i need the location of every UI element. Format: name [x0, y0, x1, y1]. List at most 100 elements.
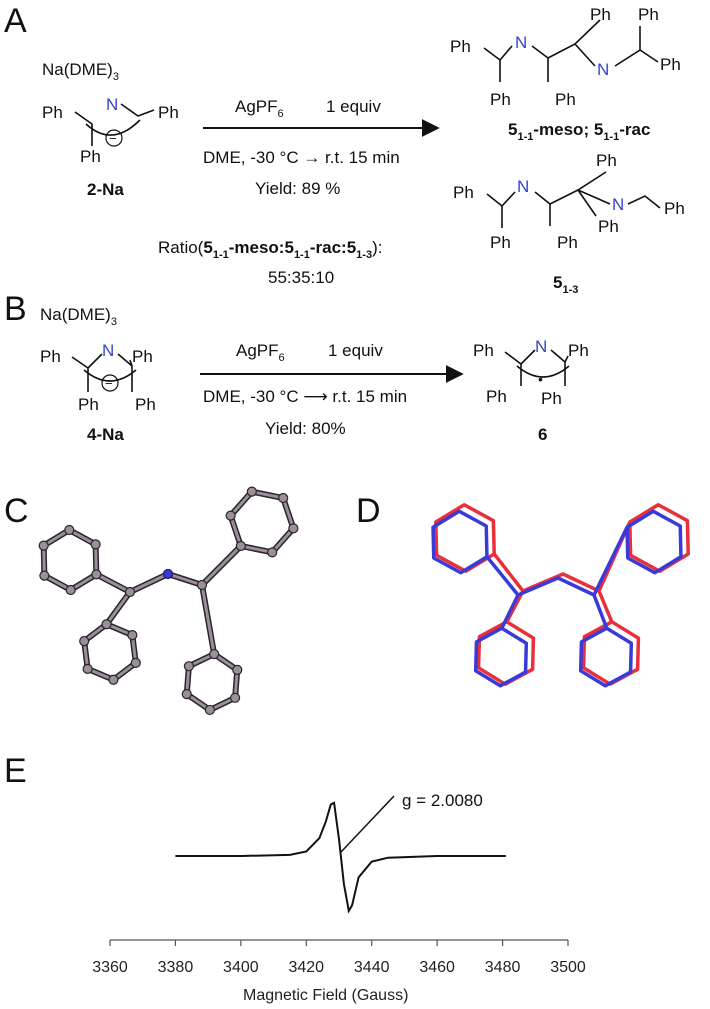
crystal-bond — [281, 496, 295, 530]
x-tick-label: 3480 — [485, 959, 521, 976]
equiv-a: 1 equiv — [326, 97, 381, 116]
overlay-red-bonds — [492, 521, 632, 623]
product-5-1-1: Ph Ph N Ph Ph N Ph Ph 51-1-meso; 51-1-ra… — [450, 5, 681, 143]
structure-overlay — [431, 502, 690, 688]
crystal-bond — [229, 490, 254, 518]
crystal-bond — [94, 572, 132, 594]
counterion-a: Na(DME)3 — [42, 60, 119, 83]
reagent-a: AgPF6 — [235, 97, 284, 120]
panel-label-a: A — [4, 2, 27, 40]
ph-b4: Ph — [135, 395, 156, 414]
panel-label-c: C — [4, 492, 29, 530]
ph-q6: Ph — [664, 199, 685, 218]
ph-q4: Ph — [557, 233, 578, 252]
x-tick-label: 3400 — [223, 959, 259, 976]
product-6: Ph Ph Ph Ph N • 6 — [473, 337, 589, 444]
ph-c3: Ph — [568, 341, 589, 360]
panel-label-d: D — [356, 492, 381, 530]
g-value-annotation: g = 2.0080 — [402, 791, 483, 810]
ph-q5: Ph — [598, 217, 619, 236]
crystal-bond — [200, 583, 216, 656]
crystal-atom — [181, 689, 192, 700]
ph-p2: Ph — [490, 90, 511, 109]
ratio-line: Ratio(51-1-meso:51-1-rac:51-3): — [158, 238, 382, 261]
crystal-atom — [127, 630, 138, 641]
ph-p6: Ph — [660, 55, 681, 74]
reaction-arrow-b: AgPF6 1 equiv DME, -30 °C ⟶ r.t. 15 min … — [200, 341, 464, 438]
ph-q1: Ph — [596, 151, 617, 170]
crystal-structure — [38, 486, 299, 716]
ph-a1: Ph — [42, 103, 63, 122]
crystal-atom — [288, 523, 299, 534]
ph-q3: Ph — [490, 233, 511, 252]
crystal-atom — [246, 486, 257, 497]
counterion-b: Na(DME)3 — [40, 305, 117, 328]
ph-p5: Ph — [638, 5, 659, 24]
label-4-na: 4-Na — [87, 425, 124, 444]
crystal-atom — [39, 570, 50, 581]
ph-b3: Ph — [132, 347, 153, 366]
ph-a2: Ph — [80, 147, 101, 166]
label-2-na: 2-Na — [87, 180, 124, 199]
ph-p1: Ph — [450, 37, 471, 56]
nitrogen-b: N — [102, 341, 114, 360]
panel-label-b: B — [4, 290, 27, 328]
crystal-bond — [128, 572, 170, 594]
crystal-atom — [130, 657, 141, 669]
yield-b: Yield: 80% — [265, 419, 346, 438]
crystal-bond — [270, 526, 295, 554]
overlay-blue-ring — [431, 509, 489, 575]
ph-b1: Ph — [40, 347, 61, 366]
crystal-atom — [204, 704, 215, 716]
x-axis-label: Magnetic Field (Gauss) — [243, 987, 408, 1004]
epr-trace — [175, 801, 506, 914]
x-tick-label: 3460 — [419, 959, 455, 976]
overlay-blue-ring — [578, 626, 634, 688]
crystal-atom — [124, 586, 136, 598]
x-tick-label: 3420 — [288, 959, 324, 976]
ph-b2: Ph — [78, 395, 99, 414]
ph-a3: Ph — [158, 103, 179, 122]
ph-c4: Ph — [541, 389, 562, 408]
crystal-bond — [166, 572, 204, 587]
product-5-1-3: Ph Ph Ph N Ph Ph N Ph 51-3 — [453, 151, 685, 296]
crystal-bond — [200, 544, 243, 587]
crystal-atom — [267, 547, 278, 558]
crystal-atom — [196, 579, 208, 591]
x-tick-label: 3440 — [354, 959, 390, 976]
nitrogen-q1: N — [517, 177, 529, 196]
equiv-b: 1 equiv — [328, 341, 383, 360]
charge-b: − — [105, 376, 113, 391]
nitrogen-q2: N — [612, 195, 624, 214]
overlay-blue-ring — [473, 626, 529, 688]
label-6: 6 — [538, 425, 547, 444]
ph-p4: Ph — [555, 90, 576, 109]
crystal-atom — [38, 540, 49, 551]
x-tick-label: 3500 — [550, 959, 586, 976]
ph-c1: Ph — [473, 341, 494, 360]
crystal-atom — [101, 619, 112, 630]
crystal-atom — [91, 569, 102, 580]
crystal-atom — [230, 692, 241, 703]
crystal-atom — [108, 674, 119, 685]
charge-a: − — [109, 131, 117, 146]
yield-a: Yield: 89 % — [255, 179, 340, 198]
crystal-atom — [82, 663, 93, 674]
ph-q2: Ph — [453, 183, 474, 202]
nitrogen-p2: N — [597, 60, 609, 79]
conditions-a: DME, -30 °C → r.t. 15 min — [203, 148, 400, 167]
reagent-b: AgPF6 — [236, 341, 285, 364]
ratio-values: 55:35:10 — [268, 268, 334, 287]
crystal-bond — [239, 544, 274, 554]
nitrogen-a: N — [106, 95, 118, 114]
crystal-bond — [105, 590, 132, 626]
crystal-atom — [65, 584, 76, 596]
nitrogen-p1: N — [515, 33, 527, 52]
crystal-atom — [235, 540, 246, 552]
overlay-blue-bonds — [485, 526, 629, 629]
ph-c2: Ph — [486, 387, 507, 406]
crystal-atom — [183, 661, 194, 672]
crystal-atom — [225, 510, 236, 521]
